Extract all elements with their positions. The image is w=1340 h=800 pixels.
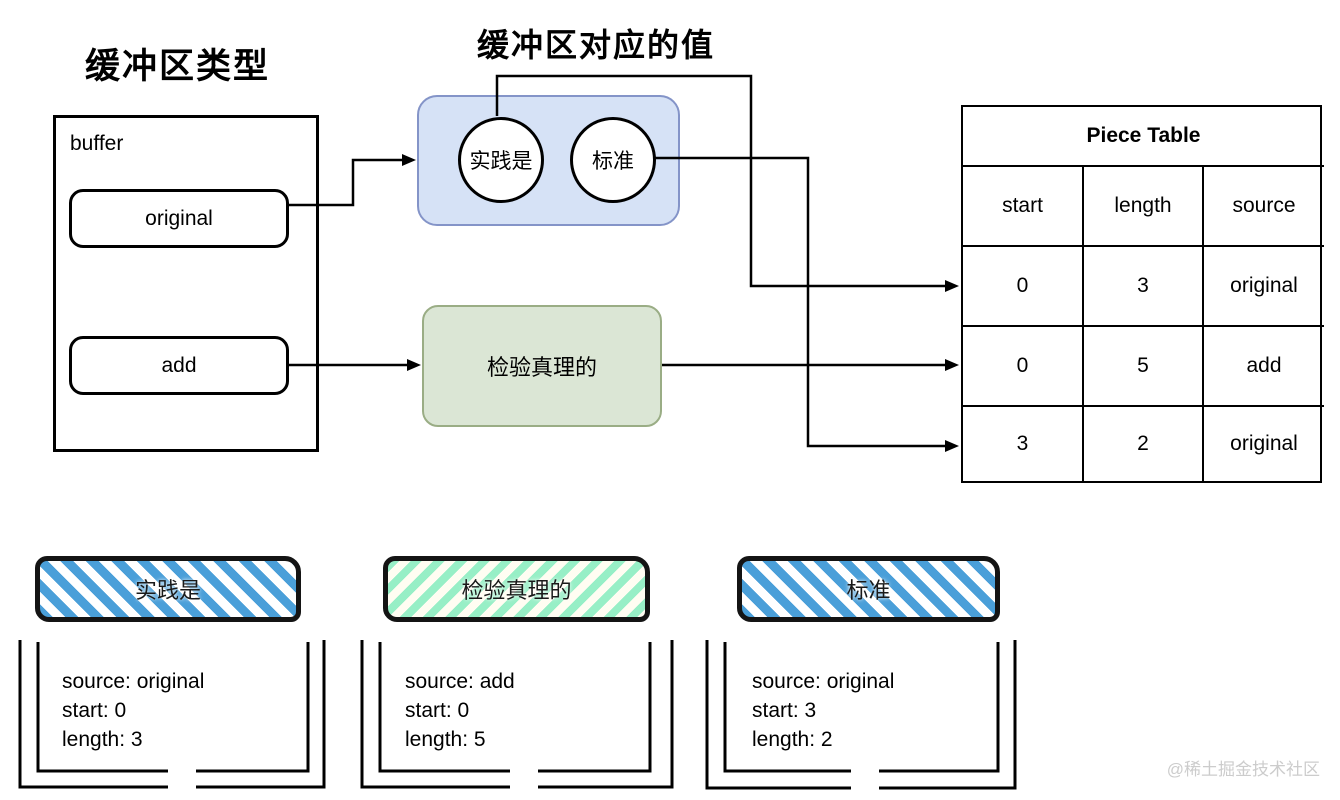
- arrowhead-table-row3: [945, 440, 959, 452]
- heading-buffer-values: 缓冲区对应的值: [477, 27, 716, 63]
- col-header-length: length: [1084, 167, 1204, 247]
- arrowhead-table-row1: [945, 280, 959, 292]
- col-header-source: source: [1204, 167, 1324, 247]
- piece-table: Piece Table start length source 0 3 orig…: [961, 105, 1324, 483]
- add-value-label: 检验真理的: [486, 355, 597, 380]
- piece-info-1-source: source: original: [62, 670, 205, 693]
- piece-chip-biaozhun-label: 标准: [846, 578, 891, 603]
- cell-row1-source: original: [1204, 247, 1324, 327]
- piece-info-3-start: start: 3: [752, 699, 817, 722]
- col-header-start: start: [963, 167, 1084, 247]
- cell-row2-source: add: [1204, 327, 1324, 407]
- original-buffer-label: original: [145, 206, 213, 230]
- cell-row2-start: 0: [963, 327, 1084, 407]
- cell-row3-length: 2: [1084, 407, 1204, 481]
- value-circle-biaozhun: 标准: [570, 117, 656, 203]
- cell-row2-length: 5: [1084, 327, 1204, 407]
- arrowhead-table-row2: [945, 359, 959, 371]
- piece-table-title: Piece Table: [963, 107, 1324, 167]
- arrowhead-green-node: [407, 359, 421, 371]
- arrowhead-blue-group: [402, 154, 416, 166]
- value-circle-biaozhun-label: 标准: [592, 150, 634, 173]
- value-circle-shijianshi-label: 实践是: [469, 150, 533, 173]
- piece-info-2-start: start: 0: [405, 699, 470, 722]
- piece-info-2-length: length: 5: [405, 728, 486, 751]
- buffer-panel-label: buffer: [70, 132, 124, 155]
- buffer-panel: buffer original add: [53, 115, 319, 452]
- piece-info-3-length: length: 2: [752, 728, 833, 751]
- cell-row3-start: 3: [963, 407, 1084, 481]
- original-buffer-node: original: [69, 189, 289, 248]
- original-values-group: 实践是 标准: [417, 95, 680, 226]
- piece-info-3-source: source: original: [752, 670, 895, 693]
- piece-chip-jianyanzhenlide-label: 检验真理的: [461, 578, 572, 603]
- add-value-node: 检验真理的: [422, 305, 662, 427]
- value-circle-shijianshi: 实践是: [458, 117, 544, 203]
- arrow-circle2-to-table-row3: [654, 156, 945, 448]
- add-buffer-label: add: [161, 353, 197, 377]
- add-buffer-node: add: [69, 336, 289, 395]
- heading-buffer-types: 缓冲区类型: [85, 47, 271, 86]
- cell-row1-start: 0: [963, 247, 1084, 327]
- piece-info-2: source: add start: 0 length: 5: [405, 667, 515, 754]
- piece-chip-shijianshi: 实践是: [35, 556, 301, 622]
- piece-chip-biaozhun: 标准: [737, 556, 1000, 622]
- piece-info-1-length: length: 3: [62, 728, 143, 751]
- cell-row3-source: original: [1230, 432, 1298, 455]
- watermark: @稀土掘金技术社区: [1166, 760, 1320, 779]
- cell-row1-length: 3: [1084, 247, 1204, 327]
- piece-info-3: source: original start: 3 length: 2: [752, 667, 894, 754]
- piece-chip-shijianshi-label: 实践是: [134, 578, 201, 603]
- piece-info-1: source: original start: 0 length: 3: [62, 667, 204, 754]
- piece-chip-jianyanzhenlide: 检验真理的: [383, 556, 650, 622]
- piece-info-1-start: start: 0: [62, 699, 127, 722]
- piece-info-2-source: source: add: [405, 670, 515, 693]
